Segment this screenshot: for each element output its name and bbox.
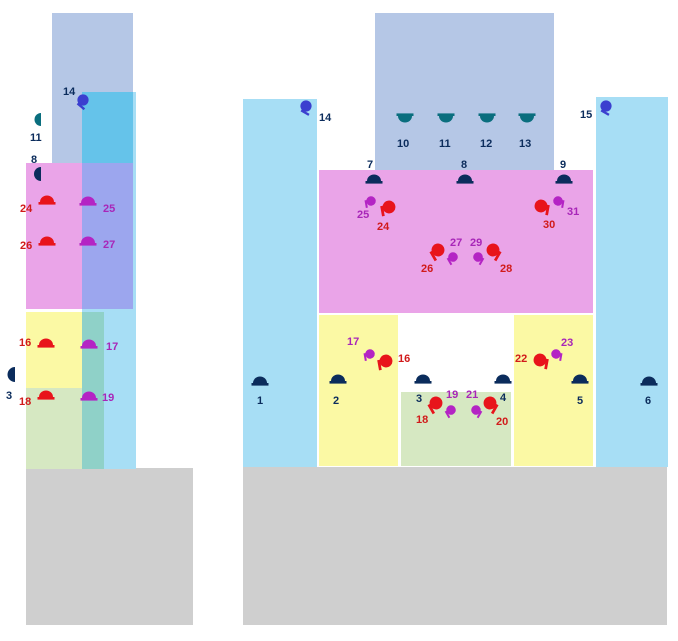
sensor-label: 22: [515, 353, 527, 365]
sensor-label: 10: [397, 138, 409, 150]
front-view: 10 11 12 13 14 15 7 8 9 25 24 31 30 27 2…: [243, 13, 668, 625]
sensor-label: 31: [567, 206, 579, 218]
left-floor-block: [26, 468, 193, 625]
sensor-label: 23: [561, 337, 573, 349]
sensor-label: 5: [577, 395, 583, 407]
side-view: 14 11 8 24 25 26 27 16 17 3 18 19: [6, 13, 193, 625]
sensor-label: 4: [500, 392, 507, 404]
sensor-label: 30: [543, 219, 555, 231]
right-pink-zone: [319, 170, 593, 313]
sensor-label: 11: [30, 132, 42, 144]
sensor-label: 28: [500, 263, 512, 275]
right-floor-block: [243, 467, 667, 625]
sensor-label: 20: [496, 416, 508, 428]
sensor-marker: [34, 167, 41, 181]
sensor-label: 3: [416, 393, 422, 405]
sensor-label: 14: [63, 86, 76, 98]
right-steel-block: [375, 13, 554, 170]
sensor-label: 19: [102, 392, 114, 404]
sensor-label: 18: [19, 396, 31, 408]
sensor-label: 24: [377, 221, 390, 233]
sensor-marker: [494, 374, 512, 384]
left-yellow-zone: [26, 312, 82, 388]
sensor-label: 12: [480, 138, 492, 150]
sensor-label: 18: [416, 414, 428, 426]
right-left-column: [243, 99, 317, 467]
sensor-label: 6: [645, 395, 651, 407]
sensor-label: 14: [319, 112, 332, 124]
sensor-marker: [7, 367, 15, 382]
sensor-label: 8: [31, 154, 37, 166]
sensor-marker: [34, 113, 41, 126]
sensor-label: 27: [103, 239, 115, 251]
sensor-label: 2: [333, 395, 339, 407]
right-yellow-zone-right: [514, 315, 593, 466]
sensor-label: 11: [439, 138, 451, 150]
sensor-label: 16: [19, 337, 31, 349]
left-teal-overlap: [82, 312, 104, 469]
sensor-label: 13: [519, 138, 531, 150]
sensor-label: 25: [357, 209, 369, 221]
right-yellow-zone-left: [319, 315, 398, 466]
sensor-marker: [414, 374, 432, 384]
sensor-label: 17: [106, 341, 118, 353]
sensor-label: 15: [580, 109, 592, 121]
left-cyan-overlap: [82, 92, 133, 163]
left-violet-overlap: [82, 163, 133, 309]
sensor-label: 17: [347, 336, 359, 348]
right-right-column: [596, 97, 668, 467]
sensor-label: 7: [367, 159, 373, 171]
sensor-label: 29: [470, 237, 482, 249]
sensor-label: 24: [20, 203, 33, 215]
sensor-label: 8: [461, 159, 467, 171]
sensor-label: 1: [257, 395, 263, 407]
sensor-label: 3: [6, 390, 12, 402]
sensor-label: 27: [450, 237, 462, 249]
sensor-label: 19: [446, 389, 458, 401]
left-pink-zone: [26, 163, 82, 309]
sensor-label: 16: [398, 353, 410, 365]
sensor-label: 26: [421, 263, 433, 275]
sensor-label: 26: [20, 240, 32, 252]
sensor-label: 25: [103, 203, 115, 215]
sensor-label: 21: [466, 389, 478, 401]
left-green-zone: [26, 388, 82, 469]
sensor-label: 9: [560, 159, 566, 171]
